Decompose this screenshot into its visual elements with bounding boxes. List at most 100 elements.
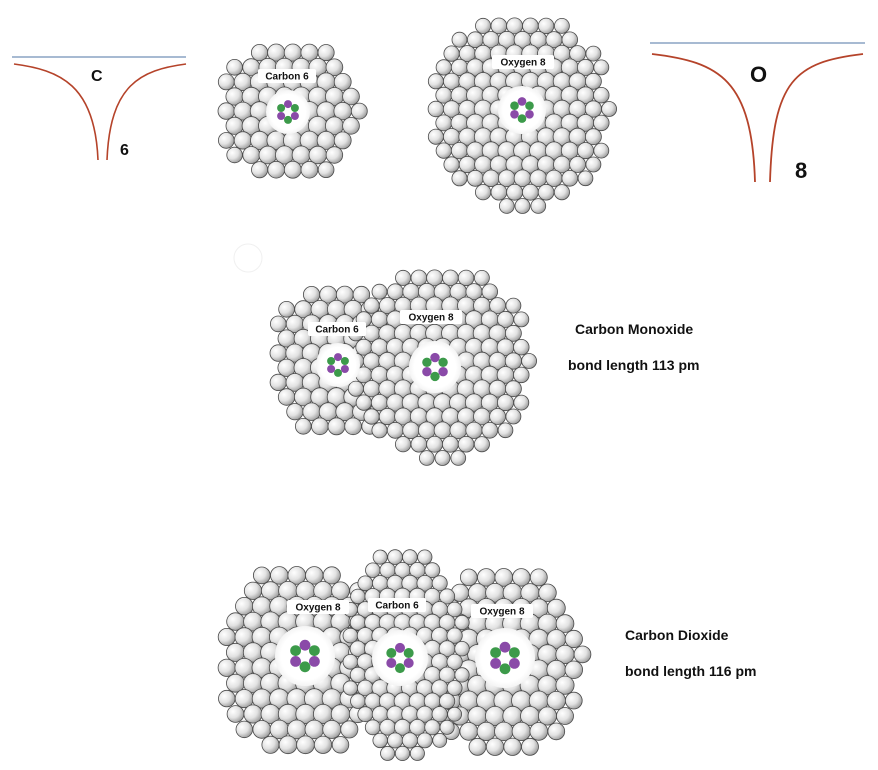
nucleon-ball bbox=[351, 589, 366, 604]
monoxide-bond-length: bond length 113 pm bbox=[568, 357, 699, 373]
nucleon-ball bbox=[270, 374, 286, 390]
nucleon-ball bbox=[476, 18, 491, 33]
nucleon-particle bbox=[422, 367, 431, 376]
co2-left-oxygen-label: Oxygen 8 bbox=[287, 600, 349, 614]
nucleon-ball bbox=[318, 45, 334, 61]
nucleon-ball bbox=[495, 722, 514, 741]
nucleon-ball bbox=[466, 422, 482, 438]
nucleon-ball bbox=[297, 736, 315, 754]
co-carbon-nucleus bbox=[316, 343, 360, 387]
svg-text:Oxygen 8: Oxygen 8 bbox=[500, 58, 545, 69]
nucleon-particle bbox=[386, 658, 396, 668]
nucleon-particle bbox=[509, 647, 520, 658]
nucleon-ball bbox=[218, 103, 235, 120]
nucleon-ball bbox=[530, 723, 548, 741]
nucleon-ball bbox=[578, 171, 593, 186]
nucleon-ball bbox=[364, 298, 379, 313]
nucleon-ball bbox=[314, 736, 331, 753]
carbon-well-number: 6 bbox=[120, 142, 129, 160]
nucleon-particle bbox=[525, 110, 534, 119]
nucleon-ball bbox=[270, 316, 286, 332]
co2-right-oxygen-label: Oxygen 8 bbox=[471, 604, 533, 618]
nucleon-ball bbox=[348, 381, 363, 396]
nucleus-halo bbox=[409, 341, 461, 393]
oxygen-well-right-curve bbox=[770, 54, 863, 182]
nucleon-ball bbox=[218, 659, 235, 676]
svg-text:Oxygen 8: Oxygen 8 bbox=[295, 603, 340, 614]
nucleon-ball bbox=[218, 628, 235, 645]
nucleon-ball bbox=[403, 550, 418, 565]
nucleon-ball bbox=[253, 721, 271, 739]
nucleon-particle bbox=[341, 365, 349, 373]
nucleon-ball bbox=[287, 404, 303, 420]
nucleus-halo bbox=[498, 86, 546, 134]
nucleon-ball bbox=[343, 628, 358, 643]
nucleon-ball bbox=[469, 738, 486, 755]
nucleon-particle bbox=[284, 116, 292, 124]
nucleon-ball bbox=[428, 74, 443, 89]
nucleon-ball bbox=[366, 563, 381, 578]
nucleon-ball bbox=[452, 171, 467, 186]
oxygen-well-symbol: O bbox=[750, 62, 767, 88]
svg-text:Carbon 6: Carbon 6 bbox=[265, 72, 309, 83]
nucleon-particle bbox=[510, 110, 519, 119]
nucleon-ball bbox=[594, 143, 609, 158]
nucleon-ball bbox=[312, 418, 329, 435]
nucleon-ball bbox=[565, 692, 582, 709]
nucleon-ball bbox=[364, 409, 379, 424]
nucleon-particle bbox=[291, 104, 299, 112]
nucleon-ball bbox=[345, 418, 362, 435]
carbon-atom-label: Carbon 6 bbox=[258, 69, 316, 83]
svg-text:Carbon 6: Carbon 6 bbox=[375, 601, 419, 612]
faint-circle bbox=[234, 244, 262, 272]
nucleon-ball bbox=[455, 641, 470, 656]
nucleon-ball bbox=[262, 736, 279, 753]
nucleon-ball bbox=[530, 569, 547, 586]
nucleon-ball bbox=[227, 706, 244, 723]
nucleon-ball bbox=[395, 746, 409, 760]
nucleon-ball bbox=[504, 738, 521, 755]
nucleon-ball bbox=[522, 354, 537, 369]
nucleon-ball bbox=[447, 681, 462, 696]
nucleon-ball bbox=[244, 705, 262, 723]
nucleon-ball bbox=[538, 707, 556, 725]
carbon-well-right-curve bbox=[107, 64, 186, 160]
nucleon-ball bbox=[506, 409, 521, 424]
nucleon-particle bbox=[395, 643, 405, 653]
nucleon-particle bbox=[277, 112, 285, 120]
nucleon-particle bbox=[386, 648, 396, 658]
nucleon-ball bbox=[284, 161, 301, 178]
nucleon-ball bbox=[499, 199, 514, 214]
nucleon-ball bbox=[554, 18, 569, 33]
nucleon-ball bbox=[387, 422, 403, 438]
nucleon-ball bbox=[323, 567, 340, 584]
nucleon-ball bbox=[442, 436, 458, 452]
carbon-nucleus bbox=[266, 90, 310, 134]
nucleon-ball bbox=[328, 418, 345, 435]
nucleon-ball bbox=[227, 59, 243, 75]
nucleon-ball bbox=[303, 286, 319, 302]
nucleon-ball bbox=[594, 115, 610, 131]
nucleon-particle bbox=[290, 656, 301, 667]
nucleon-ball bbox=[309, 146, 327, 164]
carbon-well-symbol: C bbox=[91, 68, 103, 86]
nucleon-ball bbox=[436, 60, 451, 75]
co2-left-oxygen-nucleus bbox=[275, 626, 335, 686]
nucleon-ball bbox=[522, 184, 538, 200]
nucleon-particle bbox=[500, 663, 511, 674]
nucleon-ball bbox=[467, 170, 483, 186]
nucleon-ball bbox=[388, 550, 403, 565]
nucleon-ball bbox=[395, 437, 410, 452]
nucleon-ball bbox=[418, 550, 432, 564]
nucleon-particle bbox=[291, 112, 299, 120]
nucleon-ball bbox=[562, 170, 578, 186]
nucleon-particle bbox=[404, 658, 414, 668]
nucleon-ball bbox=[428, 129, 443, 144]
nucleon-ball bbox=[585, 129, 601, 145]
nucleon-ball bbox=[218, 133, 234, 149]
nucleon-ball bbox=[538, 184, 554, 200]
nucleon-ball bbox=[460, 723, 478, 741]
nucleon-ball bbox=[448, 707, 462, 721]
nucleon-ball bbox=[594, 87, 610, 103]
